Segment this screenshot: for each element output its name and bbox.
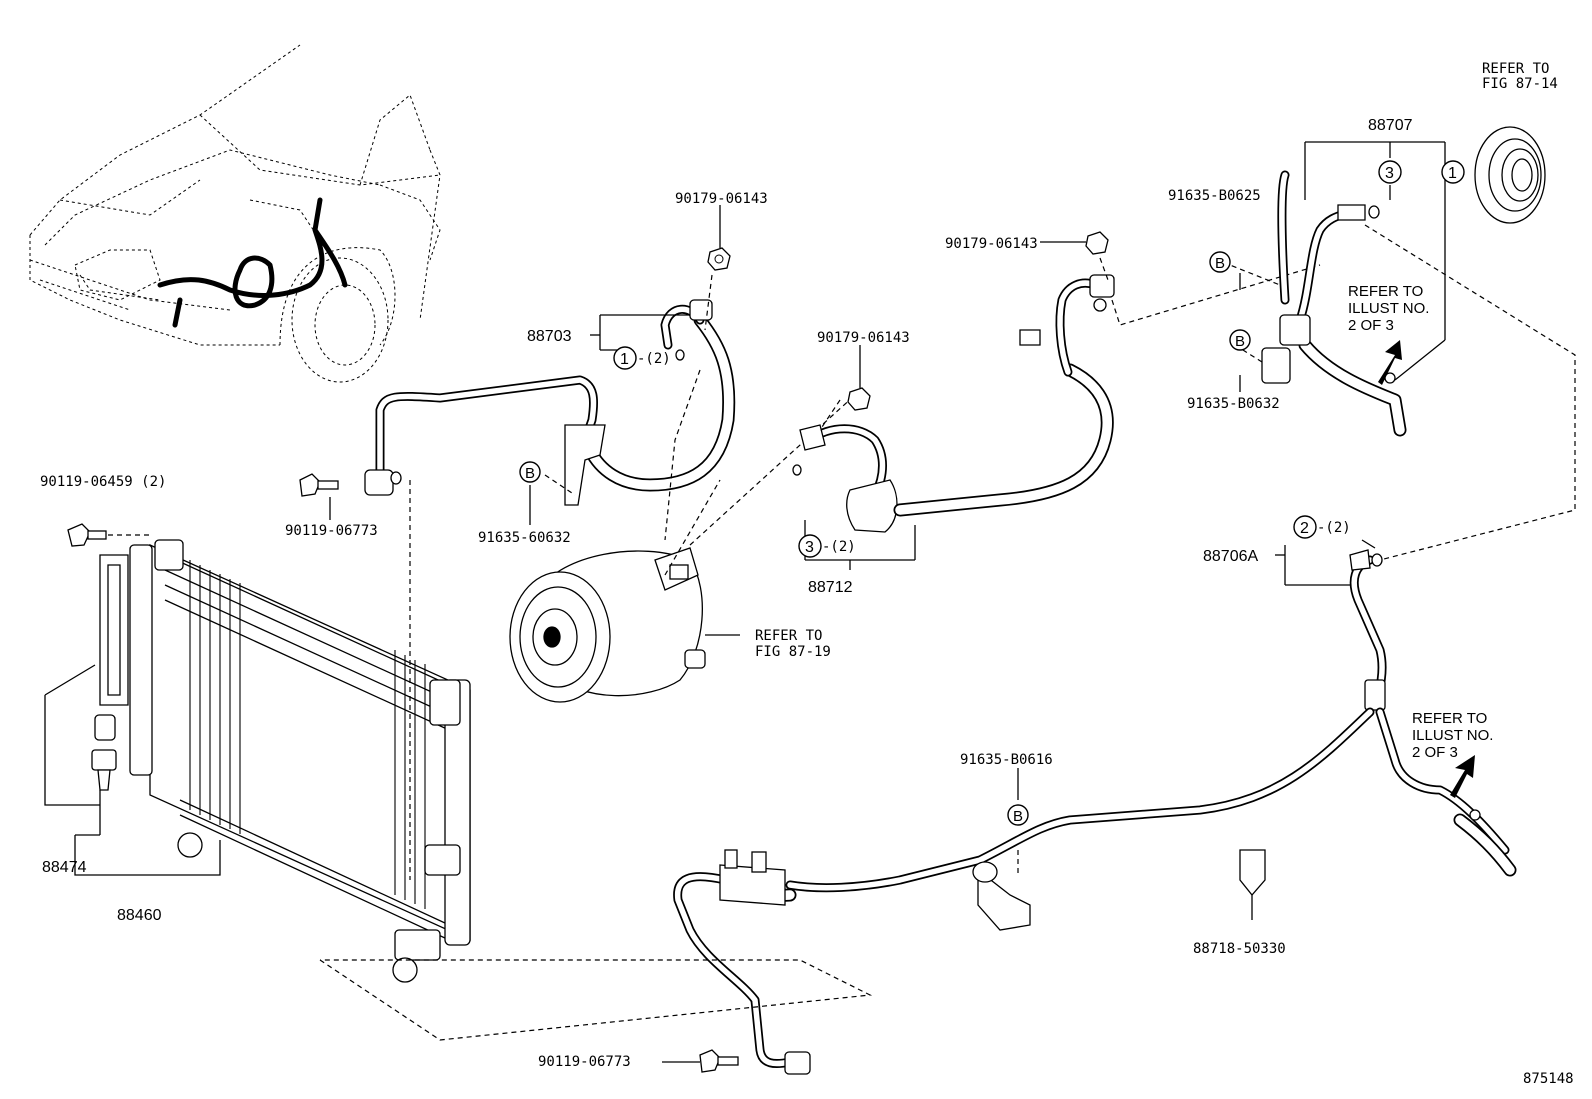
label-90119-06773-b: 90119-06773 <box>538 1054 631 1070</box>
callout-1-88707 <box>1441 160 1465 184</box>
refer-fig-87-19-line1: REFER TO <box>755 628 822 644</box>
refer-illust-bottom-line1: REFER TO <box>1412 710 1487 727</box>
callout-3-88712-text: 3 <box>805 539 814 556</box>
callout-b-91635-b0616 <box>1007 804 1029 826</box>
condenser-assembly <box>44 539 471 983</box>
callout-b-91635-b0632-text: B <box>1235 333 1245 350</box>
liquid-pipe-lower <box>319 849 1266 1075</box>
bolt-90119-06459 <box>67 523 150 547</box>
callout-1-88707-text: 1 <box>1448 165 1457 182</box>
label-88706a: 88706A <box>1203 548 1258 565</box>
label-88712: 88712 <box>808 579 853 596</box>
compressor-illustration <box>509 394 856 703</box>
shaft-seal-ring <box>1474 126 1546 224</box>
label-90179-06143-b: 90179-06143 <box>817 330 910 346</box>
label-91635-b0616: 91635-B0616 <box>960 752 1053 768</box>
bolt-90119-06773-a <box>299 473 411 880</box>
refer-illust-bottom-line3: 2 OF 3 <box>1412 744 1458 761</box>
label-91635-b0632: 91635-B0632 <box>1187 396 1280 412</box>
refer-illust-top-line1: REFER TO <box>1348 283 1423 300</box>
refer-illust-bottom-line2: ILLUST NO. <box>1412 727 1493 744</box>
label-88703: 88703 <box>527 328 572 345</box>
label-91635-60632: 91635-60632 <box>478 530 571 546</box>
label-qty-2-88706a: -(2) <box>1317 520 1351 536</box>
callout-2-88706a-text: 2 <box>1300 520 1309 537</box>
arrow-refer-illust-bottom <box>1450 755 1475 798</box>
label-88718-50330: 88718-50330 <box>1193 941 1286 957</box>
callout-b-91635-60632-text: B <box>525 465 535 482</box>
label-qty-2-88712: -(2) <box>822 539 856 555</box>
nut-90179-06143-b <box>847 345 871 411</box>
refer-illust-top-line3: 2 OF 3 <box>1348 317 1394 334</box>
label-88474: 88474 <box>42 859 87 876</box>
arrow-refer-illust-top <box>1378 340 1402 385</box>
callout-circles: 1 3 1 3 2 B B B B <box>519 160 1465 826</box>
refer-fig-87-14-line1: REFER TO <box>1482 61 1549 77</box>
discharge-hose-88703 <box>364 299 736 506</box>
callout-b-91635-b0625 <box>1209 251 1231 273</box>
callout-3-88707-text: 3 <box>1385 165 1394 182</box>
part-labels: REFER TO FIG 87-14 88707 91635-B0625 901… <box>40 61 1574 1087</box>
callout-b-91635-b0616-text: B <box>1013 808 1023 825</box>
refer-fig-87-14-line2: FIG 87-14 <box>1482 76 1558 92</box>
label-90119-06773-a: 90119-06773 <box>285 523 378 539</box>
callout-2-88706a <box>1293 515 1317 539</box>
nut-90179-06143-a <box>664 205 731 541</box>
nut-90179-06143-c <box>1040 231 1321 326</box>
callout-3-88707 <box>1378 160 1402 184</box>
label-88707: 88707 <box>1368 117 1413 134</box>
callout-b-91635-b0625-text: B <box>1215 255 1225 272</box>
callout-3-88712 <box>798 534 822 558</box>
label-qty-2-88703: -(2) <box>637 351 671 367</box>
figure-id: 875148 <box>1523 1071 1574 1087</box>
callout-1-88703 <box>613 346 637 370</box>
callout-b-91635-60632 <box>519 461 541 483</box>
bolt-90119-06773-b <box>662 1049 739 1073</box>
vehicle-locator-illustration <box>29 44 441 383</box>
callout-1-88703-text: 1 <box>620 351 629 368</box>
label-90179-06143-a: 90179-06143 <box>675 191 768 207</box>
suction-hose-88712 <box>792 274 1115 533</box>
pipe-88706a <box>733 549 1517 902</box>
callout-b-91635-b0632 <box>1229 329 1251 351</box>
refer-fig-87-19-line2: FIG 87-19 <box>755 644 831 660</box>
hose-88707 <box>1214 141 1576 561</box>
refer-illust-top-line2: ILLUST NO. <box>1348 300 1429 317</box>
label-88460: 88460 <box>117 907 162 924</box>
label-90119-06459: 90119-06459 (2) <box>40 474 166 490</box>
label-90179-06143-c: 90179-06143 <box>945 236 1038 252</box>
label-91635-b0625: 91635-B0625 <box>1168 188 1261 204</box>
